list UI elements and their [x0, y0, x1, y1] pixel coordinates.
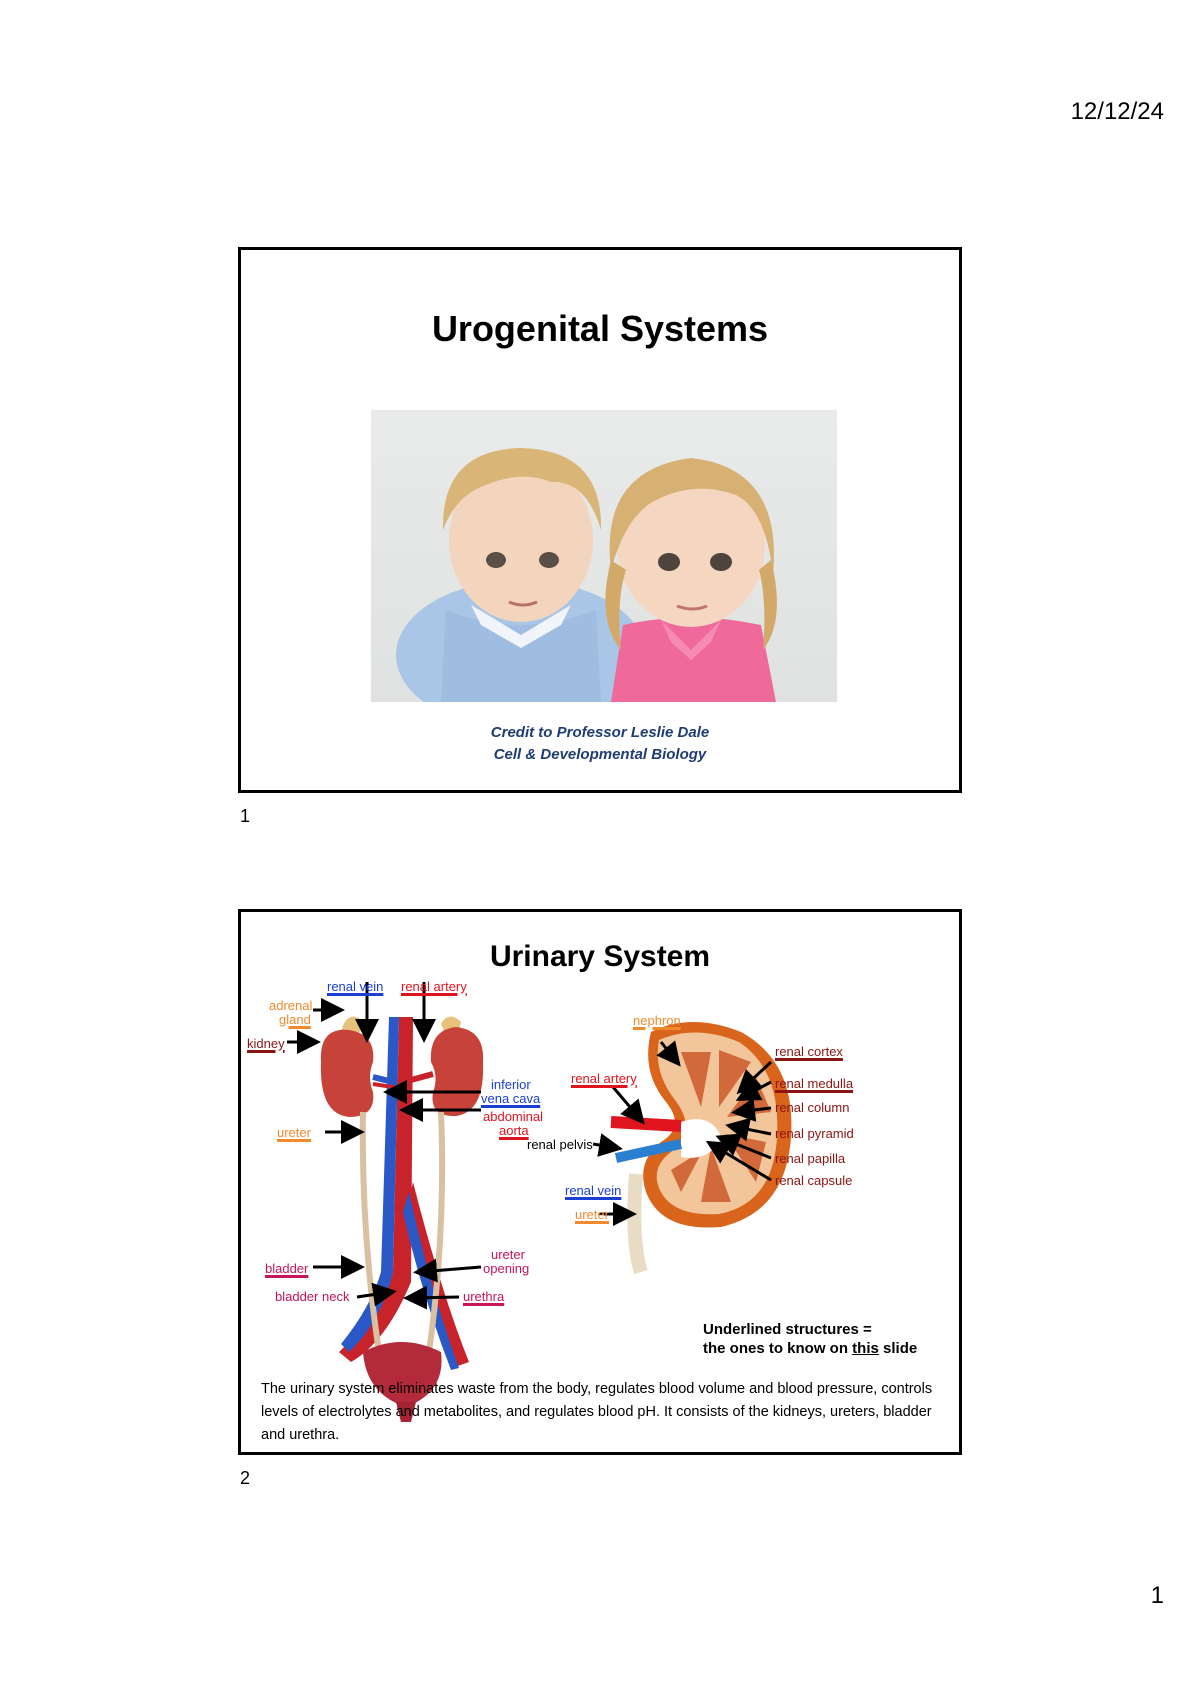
label-abdominal-aorta-2: aorta — [499, 1123, 529, 1138]
label-renal-vein: renal vein — [327, 979, 384, 994]
note-line-1: Underlined structures = — [703, 1321, 872, 1338]
label-abdominal-aorta-1: abdominal — [483, 1109, 543, 1124]
label-ureter-opening-1: ureter — [491, 1247, 525, 1262]
label-renal-pelvis: renal pelvis — [527, 1137, 593, 1152]
label-renal-cortex: renal cortex — [775, 1044, 843, 1059]
credit-line-2: Cell & Developmental Biology — [493, 746, 707, 763]
label-inferior-vena-cava-1: inferior — [491, 1077, 531, 1092]
label-renal-artery: renal artery — [401, 979, 467, 994]
label-renal-pyramid: renal pyramid — [775, 1126, 854, 1141]
header-date: 12/12/24 — [1070, 98, 1164, 125]
label-ureter-opening-2: opening — [483, 1261, 530, 1276]
label-urethra: urethra — [463, 1289, 505, 1304]
slide-2-number: 2 — [240, 1468, 251, 1488]
page-number: 1 — [1150, 1582, 1164, 1609]
label-nephron: nephron — [633, 1013, 681, 1028]
label-kidney: kidney — [247, 1036, 285, 1051]
slide-2-description: The urinary system eliminates waste from… — [261, 1381, 933, 1443]
label-adrenal-gland-2: gland — [279, 1012, 311, 1027]
label-renal-papilla: renal papilla — [775, 1151, 846, 1166]
twins-photo — [371, 410, 837, 702]
label-renal-capsule: renal capsule — [775, 1173, 853, 1188]
label-renal-artery-right: renal artery — [571, 1071, 637, 1086]
label-renal-vein-right: renal vein — [565, 1183, 622, 1198]
label-adrenal-gland-1: adrenal — [269, 998, 313, 1013]
label-ureter-right: ureter — [575, 1207, 609, 1222]
label-renal-column: renal column — [775, 1100, 850, 1115]
slide-2-title: Urinary System — [489, 940, 711, 973]
slide-1: Urogenital Systems Credit to Professor L… — [238, 247, 962, 793]
credit-line-1: Credit to Professor Leslie Dale — [490, 724, 710, 741]
slide-1-title: Urogenital Systems — [431, 308, 769, 349]
urinary-system-diagram — [287, 982, 792, 1422]
slide-1-number: 1 — [240, 806, 251, 826]
note-line-2: the ones to know on this slide — [703, 1340, 918, 1357]
label-renal-medulla: renal medulla — [775, 1076, 854, 1091]
label-inferior-vena-cava-2: vena cava — [481, 1091, 541, 1106]
label-bladder: bladder — [265, 1261, 309, 1276]
label-ureter: ureter — [277, 1125, 311, 1140]
underline-note: Underlined structures = the ones to know… — [703, 1320, 917, 1358]
slide-2: Urinary System — [238, 909, 962, 1455]
label-bladder-neck: bladder neck — [275, 1289, 350, 1304]
